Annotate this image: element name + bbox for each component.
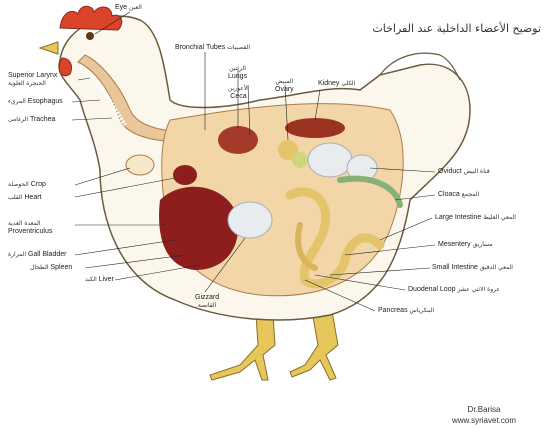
label-kidney: Kidney الكلى [318,80,355,88]
label-ceca: الأعورينCeca [228,85,249,101]
liver-mark [159,187,238,270]
label-crop: الحوصلة Crop [8,181,46,189]
label-cloaca: Cloaca المجمع [438,191,479,199]
label-gall-bladder: المرارة Gall Bladder [8,251,66,259]
label-duodenal-loop: Duodenal Loop عروة الاثني عشر [408,286,500,294]
comb [60,6,122,30]
diagram-title: توضيح الأعضاء الداخلية عند الفراخات [372,22,541,35]
label-proventriculus: المعدة الغديةProventriculus [8,220,52,236]
label-spleen: الطحال Spleen [30,264,72,272]
gizzard-mark [228,202,272,238]
ovary-mark-2 [292,152,308,168]
label-gizzard: Gizzardالقانصة [195,294,219,310]
label-heart: القلب Heart [8,194,42,202]
label-liver: الكبد Liver [85,276,114,284]
label-ovary: المبيضOvary [275,78,294,94]
label-pancreas: Pancreas البنكرياس [378,307,434,315]
label-mesentery: Mesentery مساريق [438,241,493,249]
kidney-mark [285,118,345,138]
egg-mark [308,143,352,177]
credit-author: Dr.Barisa [452,404,516,415]
credit-site: www.syriavet.com [452,415,516,426]
heart-mark [173,165,197,185]
crop-mark [126,155,154,175]
beak [40,42,58,54]
label-small-intestine: Small Intestine المعي الدقيق [432,264,513,272]
label-oviduct: Oviduct قناة البيض [438,168,490,176]
label-esophagus: المريء Esophagus [8,98,63,106]
label-lungs: الرئتينLungs [228,65,247,81]
label-eye: Eye العين [115,4,142,12]
label-bronchial-tubes: Bronchial Tubes القصيبات [175,44,250,52]
lungs-mark [218,126,258,154]
label-trachea: الرغامى Trachea [8,116,55,124]
credit: Dr.Barisa www.syriavet.com [452,404,516,426]
label-large-intestine: Large Intestine المعي الغليظ [435,214,516,222]
eye-mark [86,32,94,40]
label-superior-larynx: Superior Larynxالحنجرة العلوية [8,72,57,88]
